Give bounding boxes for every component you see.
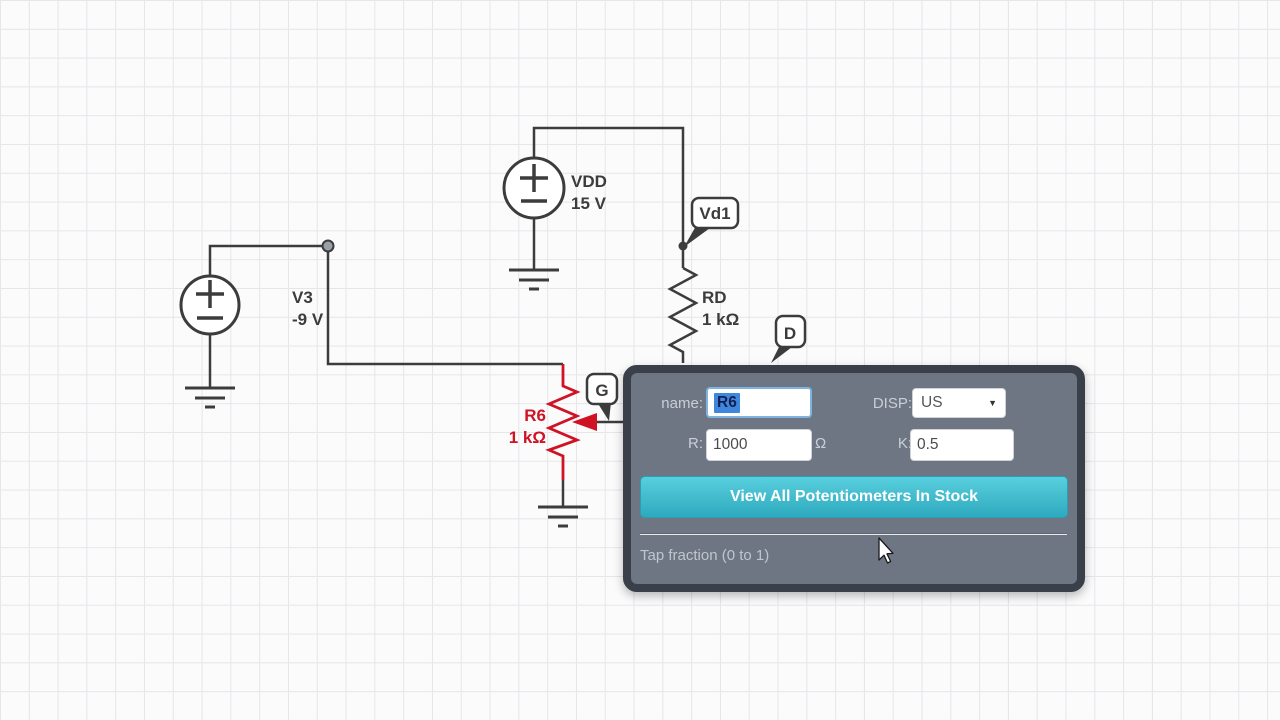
name-input[interactable]: R6 (706, 387, 812, 418)
wiper-arrow-icon (572, 413, 597, 431)
v3-value-label: -9 V (292, 310, 324, 329)
vdd-voltage-source[interactable]: VDD 15 V (502, 156, 607, 220)
r6-value-label: 1 kΩ (509, 428, 546, 447)
view-stock-button[interactable]: View All Potentiometers In Stock (640, 476, 1068, 518)
svg-text:D: D (784, 324, 796, 343)
ground-vdd[interactable] (509, 268, 559, 291)
r6-potentiometer[interactable]: R6 1 kΩ (509, 364, 597, 480)
v3-name-label: V3 (292, 288, 313, 307)
component-properties-dialog: name: R6 DISP: US ▼ R: Ω K: View All Pot… (623, 365, 1085, 592)
name-input-selected-text: R6 (714, 392, 740, 413)
vdd-name-label: VDD (571, 172, 607, 191)
wire-vdd-to-rd[interactable] (532, 126, 685, 268)
rd-name-label: RD (702, 288, 727, 307)
tap-fraction-field-label: K: (897, 435, 912, 452)
plus-icon (196, 280, 224, 308)
resistance-field-label: R: (688, 435, 703, 452)
node-label-d[interactable]: D (771, 314, 807, 363)
node-label-g[interactable]: G (585, 372, 619, 421)
chevron-down-icon: ▼ (988, 398, 997, 408)
v3-voltage-source[interactable]: V3 -9 V (179, 274, 324, 336)
node-label-vd1[interactable]: Vd1 (684, 196, 740, 247)
svg-text:G: G (595, 381, 608, 400)
ohm-unit-label: Ω (815, 435, 827, 452)
name-field-label: name: (661, 395, 703, 412)
plus-icon (520, 164, 548, 192)
tap-fraction-input[interactable] (910, 429, 1014, 461)
ground-pot[interactable] (538, 505, 588, 528)
disp-dropdown[interactable]: US ▼ (912, 388, 1006, 418)
ground-v3[interactable] (185, 386, 235, 409)
wire-v3-top[interactable] (208, 244, 328, 276)
svg-text:Vd1: Vd1 (699, 204, 730, 223)
r6-name-label: R6 (524, 406, 546, 425)
rd-resistor[interactable]: RD 1 kΩ (667, 266, 739, 363)
resistance-input[interactable] (706, 429, 812, 461)
junction-node-dot[interactable] (321, 239, 335, 253)
tap-fraction-help-text: Tap fraction (0 to 1) (640, 547, 770, 564)
dialog-divider (640, 534, 1067, 535)
vdd-value-label: 15 V (571, 194, 607, 213)
disp-field-label: DISP: (872, 395, 912, 412)
vd1-node-dot[interactable] (678, 241, 688, 251)
wires[interactable] (208, 126, 685, 507)
rd-value-label: 1 kΩ (702, 310, 739, 329)
disp-dropdown-value: US (921, 394, 943, 411)
wire-node-to-pot[interactable] (326, 246, 563, 366)
